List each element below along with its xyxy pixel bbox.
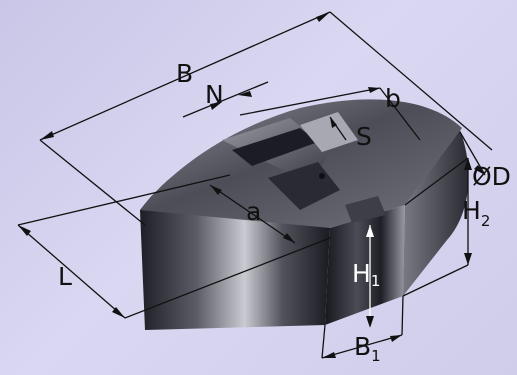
dim-H2-ext-bottom	[402, 264, 469, 297]
jaw-right-face	[403, 130, 469, 296]
label-L: L	[58, 262, 72, 291]
dim-B1-ext-left	[321, 324, 326, 359]
label-B1: B1	[354, 332, 381, 365]
label-b: b	[385, 84, 401, 113]
label-H1: H1	[352, 259, 380, 290]
jaw-body	[140, 99, 469, 330]
dim-b-arrow	[368, 87, 380, 93]
dim-S-arrow	[330, 117, 337, 128]
dim-H1-arrow-bottom	[366, 316, 374, 328]
dim-B1-ext-right	[401, 295, 404, 336]
jaw-slot-dark	[232, 128, 318, 166]
jaw-step-block	[300, 112, 358, 152]
dim-a-arrow-top	[210, 185, 222, 195]
dim-B-arrow-right	[316, 12, 330, 22]
label-S: S	[356, 122, 372, 151]
jaw-bolt-hole	[319, 173, 325, 179]
dim-N-arrow-1	[210, 102, 222, 110]
dim-L-ext-top	[17, 174, 231, 226]
dim-N-line	[182, 81, 269, 118]
dim-D-arrow	[474, 165, 485, 175]
dimension-labels: B N b S ØD a L H1 H2 B1	[58, 59, 511, 365]
dim-L-ext-bottom	[124, 237, 331, 319]
dim-H2-arrow-bottom	[464, 253, 472, 265]
dim-b-line	[239, 87, 381, 116]
dim-L-arrow-bottom	[112, 307, 125, 318]
dim-B1-arrow-left	[322, 352, 336, 358]
dim-a-arrow-bottom	[283, 233, 295, 243]
jaw-front-face	[325, 205, 405, 325]
jaw-step-block-2	[345, 196, 386, 223]
label-B: B	[176, 59, 193, 88]
dim-B-arrow-left	[40, 131, 54, 140]
label-a: a	[246, 197, 261, 226]
dim-B1-arrow-right	[390, 335, 402, 342]
dim-H1-arrow-top	[366, 225, 374, 237]
dim-b-ext	[379, 87, 421, 141]
label-N: N	[205, 80, 224, 109]
dim-B1-line	[321, 334, 403, 359]
dim-L-arrow-top	[18, 225, 31, 236]
dim-B-ext-left	[39, 139, 146, 226]
dim-N-arrow-2	[238, 91, 252, 97]
dim-a-line	[209, 184, 296, 244]
label-D: ØD	[472, 162, 511, 191]
dim-H2-ext-top	[404, 157, 469, 206]
dim-L-line	[17, 224, 126, 319]
dimension-lines	[17, 11, 493, 359]
dim-B-ext-right	[329, 11, 493, 151]
dim-B-line	[39, 11, 331, 141]
label-H2: H2	[462, 196, 490, 230]
dim-D-line	[459, 131, 486, 176]
dim-H2-arrow-top	[464, 158, 472, 170]
